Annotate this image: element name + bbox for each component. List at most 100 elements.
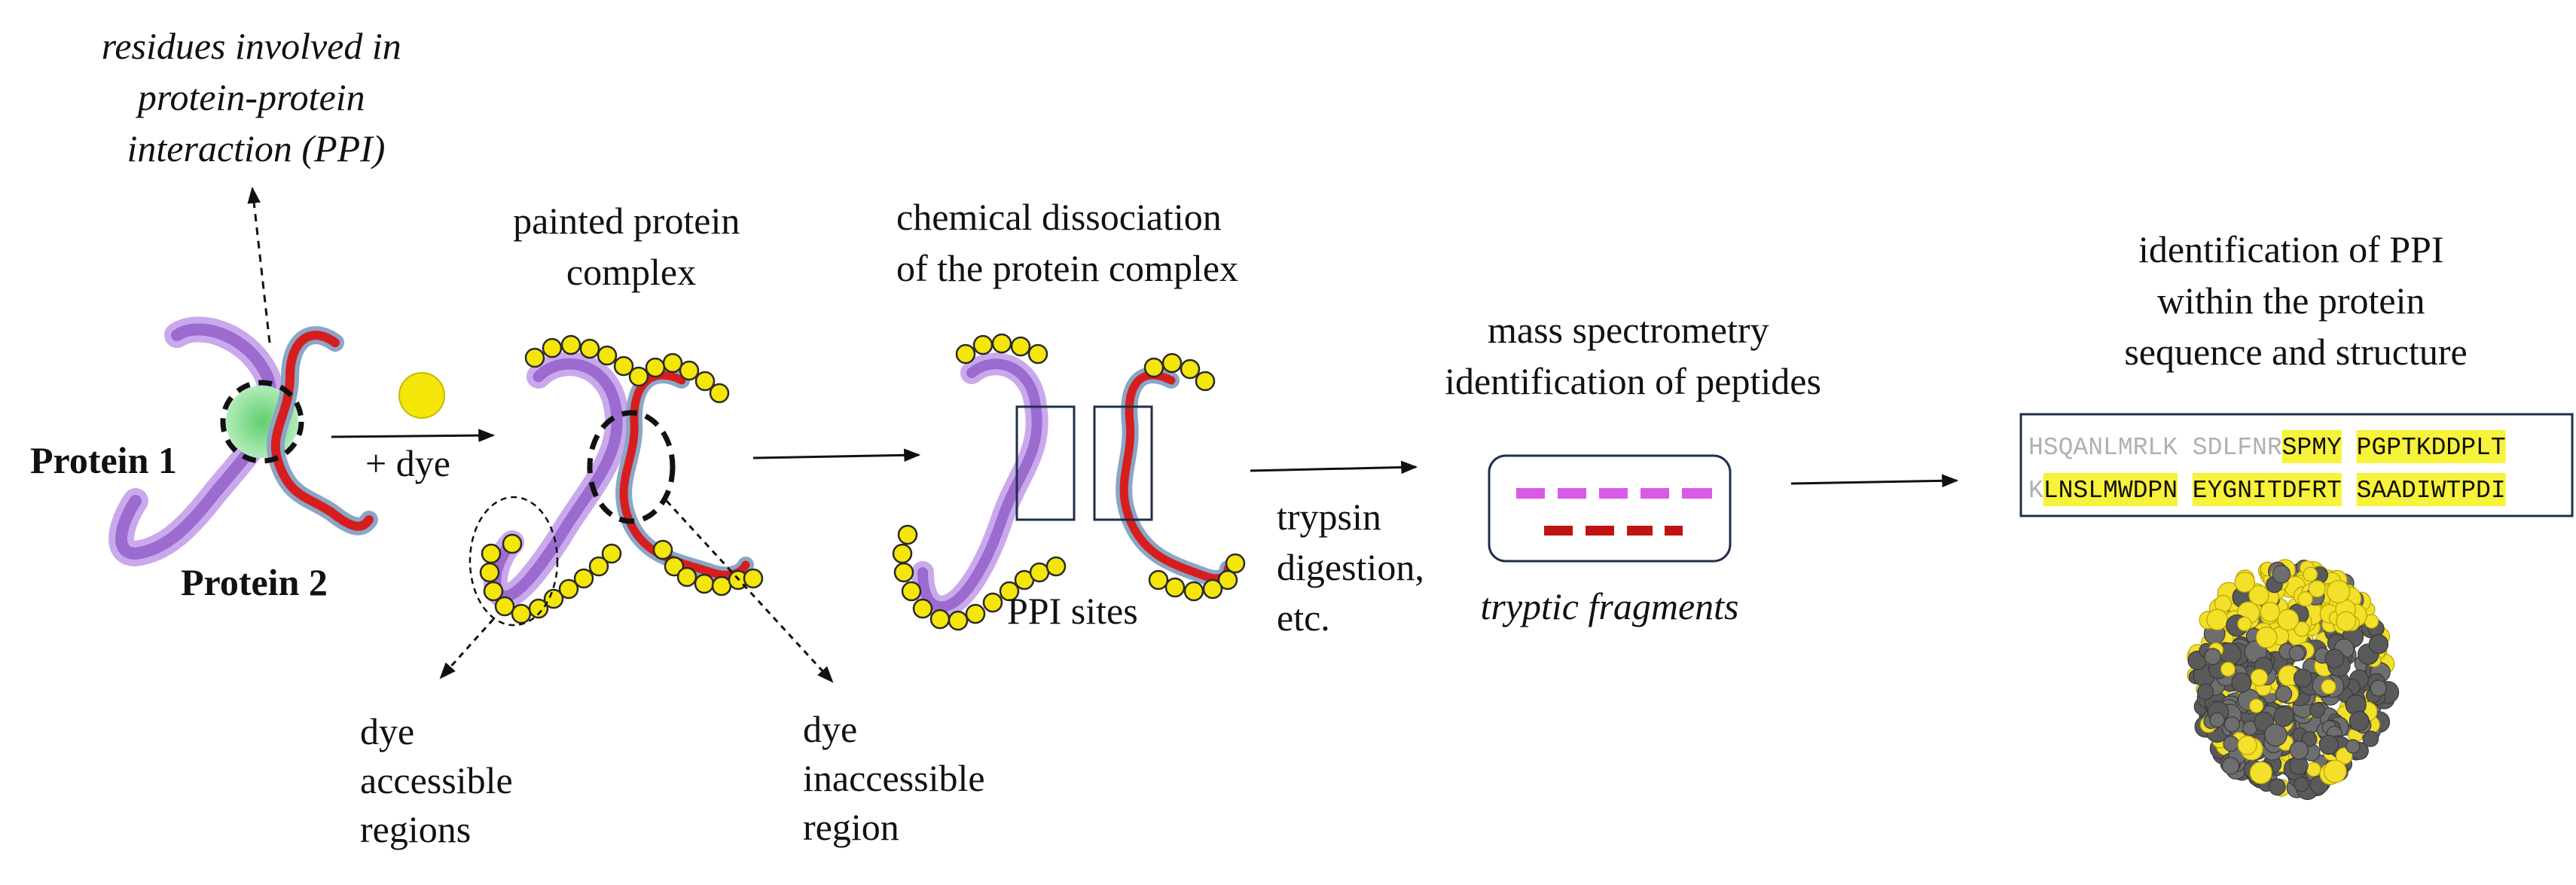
protein-structure-icon [2187,559,2400,801]
fragment-bar [1544,526,1573,536]
accessible-pointer-arrow [439,618,495,679]
structure-atom [2336,611,2357,632]
sequence-segment-ppi: SAADIWTPDI [2357,477,2506,505]
structure-atom [2297,591,2313,607]
fragment-row-protein1 [1516,488,1712,499]
dye-dot [892,543,913,564]
structure-atom [2250,668,2268,687]
dissociation-label: chemical dissociation of the protein com… [896,196,1238,289]
ppi-pointer-arrow [247,186,271,343]
dye-dot [601,543,622,564]
dye-dot [494,596,515,617]
dye-dot [528,598,549,619]
dye-dot [511,603,532,624]
sequence-highlight [2043,473,2178,506]
dye-dot [645,357,666,378]
dye-dot [694,371,716,392]
sequence-segment-ppi: PGPTKDDPLT [2357,434,2506,462]
dye-dot [579,338,600,359]
fragment-bar [1641,488,1669,499]
dye-dot [664,556,685,577]
structure-atom [2288,645,2306,662]
dye-dot [502,533,523,554]
structure-atom [2327,580,2351,604]
dye-dot [652,539,673,560]
sequence-segment-ppi: EYGNITDFRT [2193,477,2342,505]
sequence-segment: K [2028,477,2043,505]
dye-dot [679,360,700,381]
ms-label: mass spectrometry identification of pept… [1445,309,1821,402]
dye-dot [481,543,502,564]
structure-atom [2368,634,2388,655]
dye-dot [999,581,1020,602]
structure-atom [2370,679,2387,697]
structure-atom [2346,739,2361,754]
structure-atom [2220,661,2236,677]
fragment-bar [1599,488,1628,499]
separated-protein2-strand [1119,371,1232,583]
structure-atom [2223,716,2240,733]
dye-dot [972,334,993,356]
accessible-region-ellipse [469,496,559,627]
dye-dot [897,524,918,545]
dye-dot [483,581,504,602]
dye-dot [955,343,976,365]
stage-mass-spectrometry: mass spectrometry identification of pept… [1445,309,1959,627]
structure-atom [2197,683,2214,700]
inaccessible-pointer-arrow [665,499,834,683]
fragment-bar [1682,488,1712,499]
ppi-residues-label: residues involved in protein-protein int… [102,25,411,169]
structure-atom [2306,761,2321,777]
structure-atom [2275,685,2293,703]
dye-dot [573,568,594,589]
structure-atom [2237,616,2252,632]
structure-atom [2237,735,2257,755]
digestion-arrow [1250,460,1418,475]
sequence-segment: SDLFNR [2193,434,2282,462]
dye-dot [743,568,764,589]
dye-dot [1195,371,1216,392]
tryptic-fragments-label: tryptic fragments [1480,585,1738,627]
dye-dot [560,334,581,356]
structure-atom [2209,712,2225,728]
dye-dot [1161,352,1183,374]
dye-dot [1180,359,1201,380]
dye-dot [1029,562,1050,583]
structure-atom [2294,621,2310,637]
structure-atom [2318,734,2339,755]
structure-atom [2321,679,2336,694]
fragment-bar [1516,488,1545,499]
dye-dot [1217,569,1238,591]
dye-dot [711,575,732,597]
dye-step-label: + dye [365,442,450,484]
fragments-panel [1488,454,1732,563]
fragment-bar [1558,488,1586,499]
dye-dot [676,566,697,587]
dye-dot [912,598,933,619]
protein1-strand [115,323,277,560]
dissociation-arrow [752,448,921,462]
dye-dot [982,592,1003,613]
dye-dot [1202,578,1223,600]
dye-dot [628,366,649,387]
fragment-bar [1665,526,1683,536]
digestion-label: trypsin digestion, etc. [1277,496,1433,639]
structure-atom [2301,731,2318,747]
structure-atom [2249,698,2264,713]
structure-atom [2289,740,2309,760]
structure-atom [2223,735,2239,752]
ppi-sites-label: PPI sites [1007,590,1138,632]
dye-dot [991,333,1012,354]
structure-atom [2324,648,2345,669]
dye-dot [1225,553,1246,574]
structure-atom [2362,731,2379,747]
dye-dot [929,609,951,630]
dye-accessible-label: dye accessible regions [360,710,522,850]
structure-atom [2206,609,2228,630]
structure-atom [2309,702,2326,719]
dye-dot [542,337,563,359]
stage-dissociation: chemical dissociation of the protein com… [892,196,1433,639]
structure-atom [2273,706,2294,728]
fragment-bar [1627,526,1653,536]
